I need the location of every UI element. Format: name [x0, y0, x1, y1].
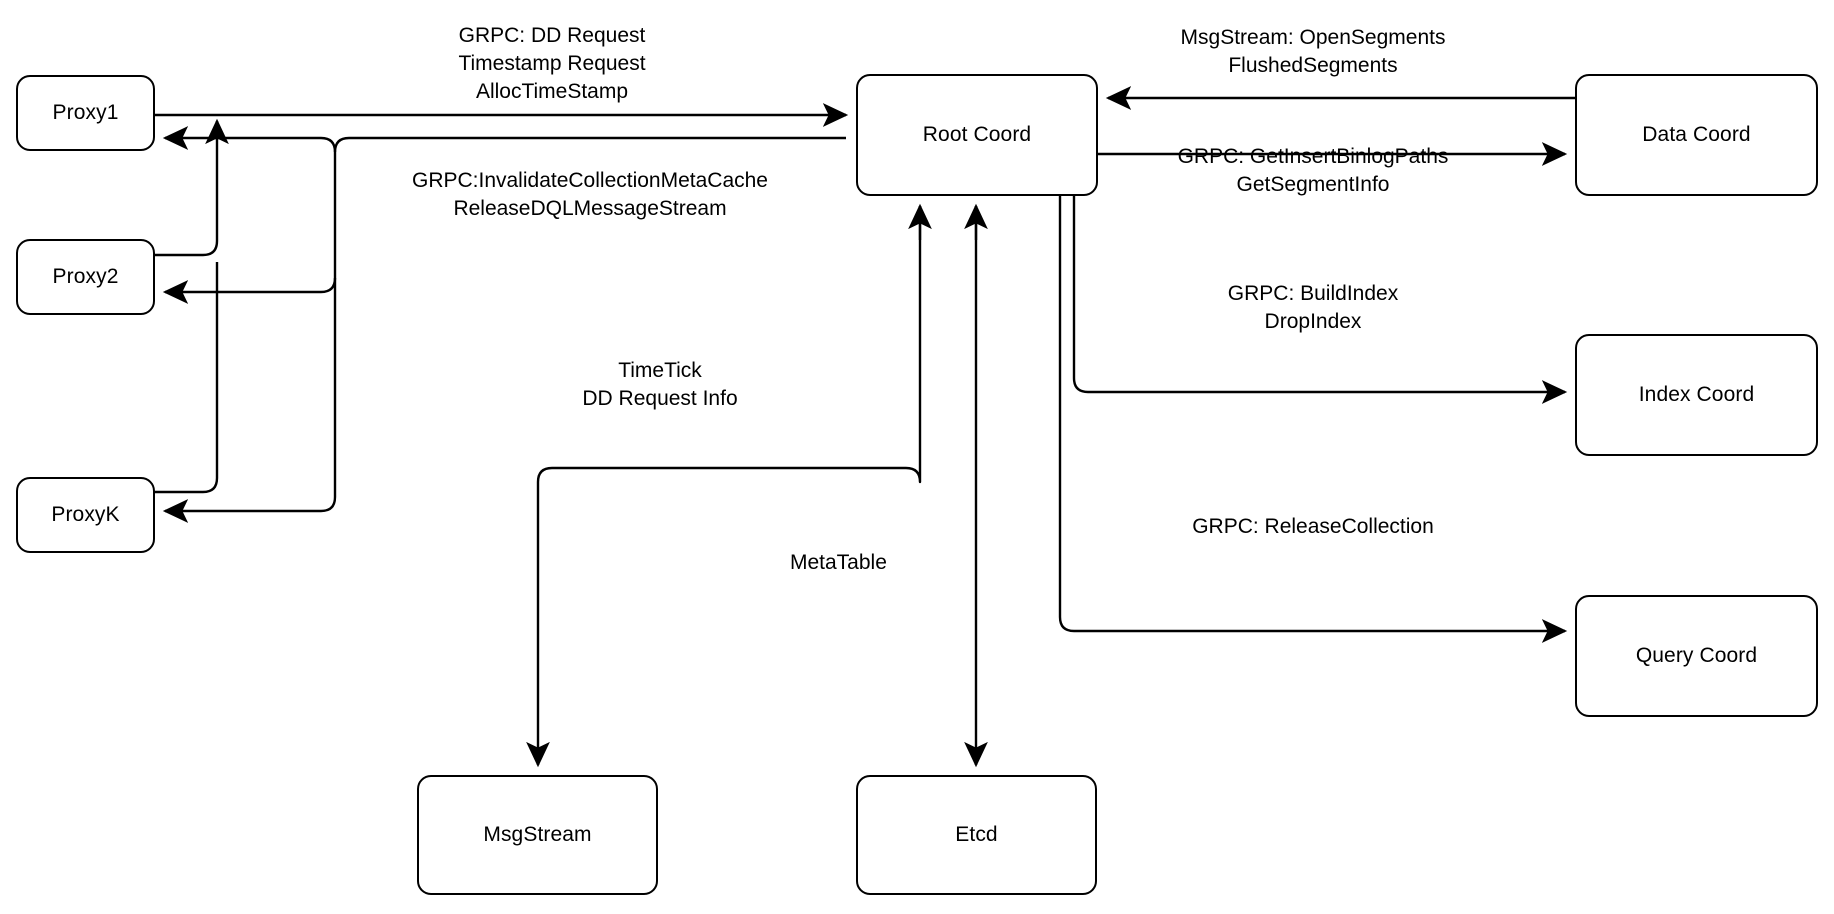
node-proxy2[interactable]: Proxy2	[16, 239, 155, 315]
node-etcd[interactable]: Etcd	[856, 775, 1097, 895]
wire-bus-to-proxy1	[162, 126, 337, 153]
node-query-coord-label: Query Coord	[1635, 644, 1758, 667]
node-proxy2-label: Proxy2	[52, 265, 119, 288]
edge-label-root-to-indexcoord: GRPC: BuildIndex DropIndex	[1227, 282, 1399, 333]
wire-bus-to-proxy2	[162, 277, 337, 304]
edge-label-root-to-datacoord: GRPC: GetInsertBinlogPaths GetSegmentInf…	[1177, 145, 1449, 196]
node-proxy1-label: Proxy1	[52, 101, 119, 124]
edge-label-datacoord-to-root: MsgStream: OpenSegments FlushedSegments	[1180, 26, 1446, 77]
edge-label-root-to-querycoord: GRPC: ReleaseCollection	[1192, 515, 1434, 538]
edge-label-proxy-to-root: GRPC: DD Request Timestamp Request Alloc…	[458, 24, 646, 103]
node-msgstream-label: MsgStream	[483, 823, 592, 846]
edge-label-root-to-msgstream: TimeTick DD Request Info	[582, 359, 738, 410]
node-query-coord[interactable]: Query Coord	[1575, 595, 1818, 717]
node-data-coord[interactable]: Data Coord	[1575, 74, 1818, 196]
node-msgstream[interactable]: MsgStream	[417, 775, 658, 895]
node-proxyk-label: ProxyK	[51, 503, 120, 526]
wire-rootcoord-to-msgstream	[526, 206, 922, 768]
node-index-coord-label: Index Coord	[1638, 383, 1755, 406]
wire-rootcoord-to-querycoord	[1058, 196, 1568, 643]
wire-proxy2-to-bus	[155, 118, 229, 257]
edge-label-root-to-etcd: MetaTable	[790, 551, 887, 574]
wire-proxyk-to-bus	[155, 262, 219, 494]
node-proxy1[interactable]: Proxy1	[16, 75, 155, 151]
node-root-coord[interactable]: Root Coord	[856, 74, 1098, 196]
edge-label-root-to-proxy: GRPC:InvalidateCollectionMetaCache Relea…	[411, 169, 768, 220]
node-index-coord[interactable]: Index Coord	[1575, 334, 1818, 456]
node-root-coord-label: Root Coord	[922, 123, 1032, 146]
node-etcd-label: Etcd	[955, 823, 998, 846]
node-data-coord-label: Data Coord	[1642, 123, 1751, 146]
node-proxyk[interactable]: ProxyK	[16, 477, 155, 553]
